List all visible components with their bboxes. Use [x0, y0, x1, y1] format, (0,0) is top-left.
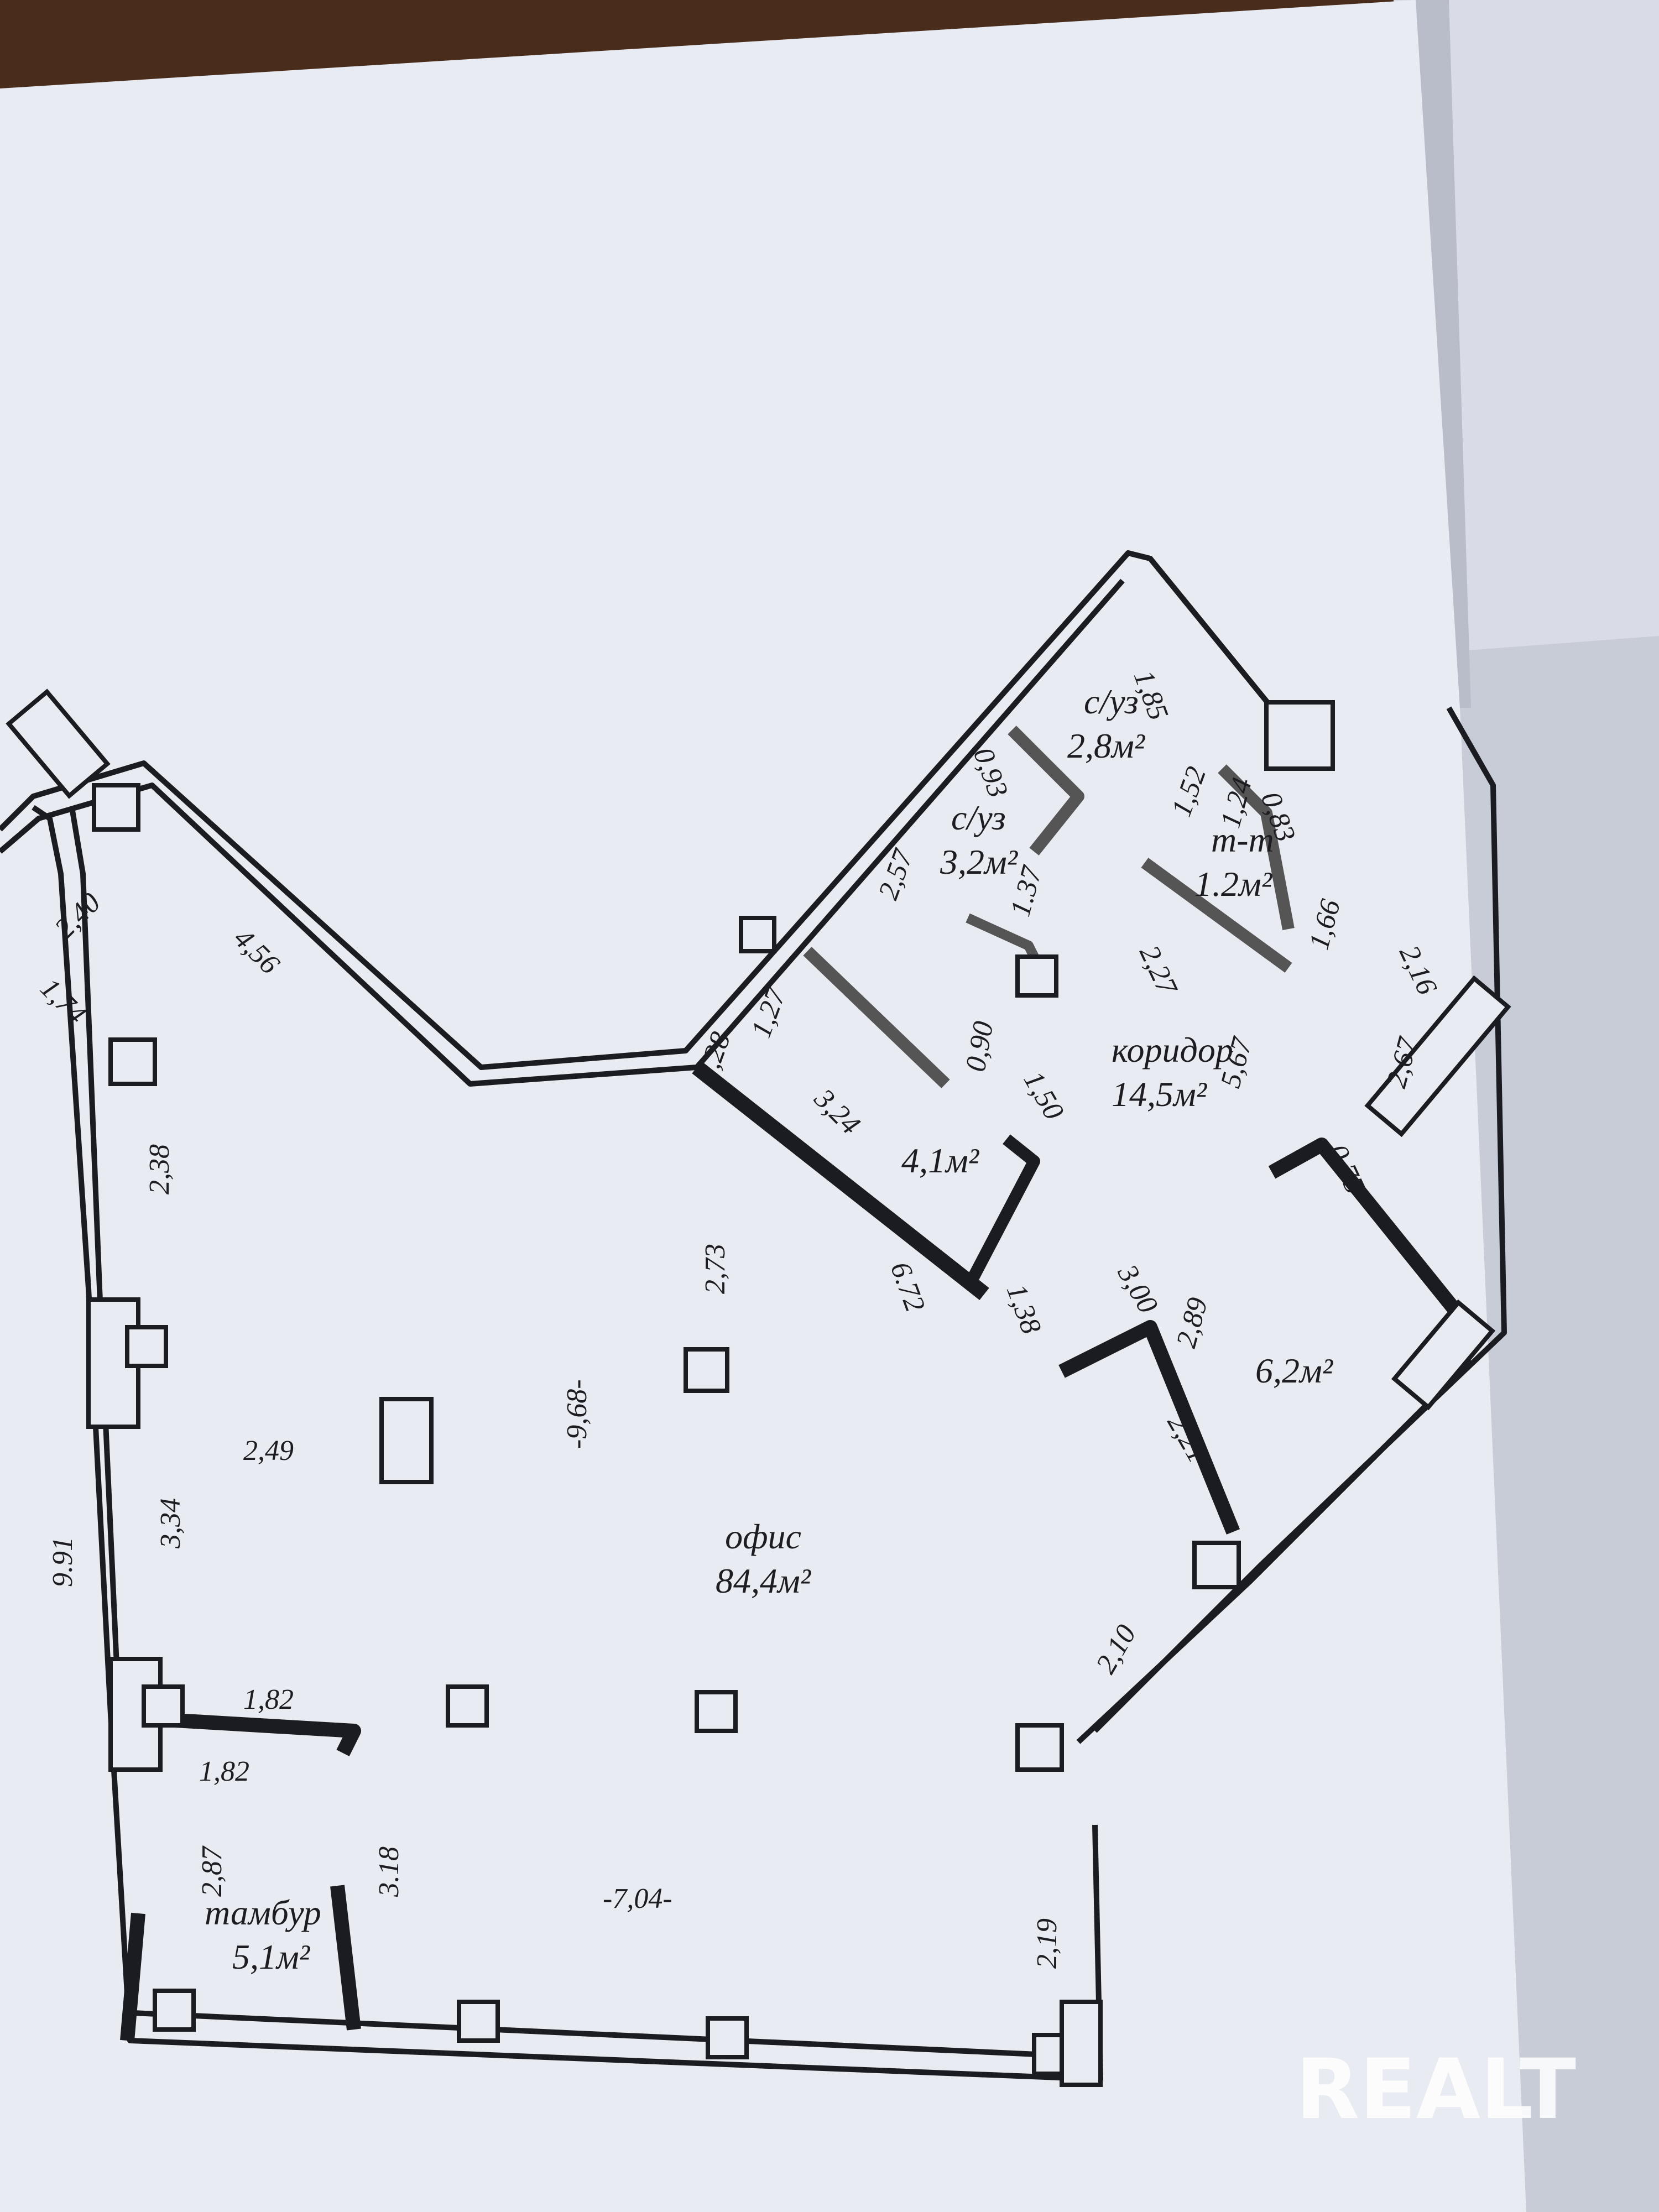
- columns: [6, 688, 1511, 2087]
- dim-label: 2,49: [243, 1435, 294, 1467]
- room-name-corridor: коридор: [1112, 1030, 1233, 1070]
- dim-label: -7,04-: [603, 1883, 672, 1914]
- dim-label: 9.91: [47, 1537, 79, 1587]
- dim-label: 2,73: [700, 1244, 731, 1294]
- dim-label: 2,87: [196, 1845, 228, 1897]
- room-area-vestibule: 5,1м²: [232, 1937, 311, 1976]
- dim-label: 3,34: [155, 1498, 186, 1549]
- dim-label: 3.18: [373, 1846, 405, 1897]
- room-name-bath1: с/уз: [1084, 682, 1139, 721]
- room-area-6-2: 6,2м²: [1255, 1351, 1334, 1390]
- room-name-tt: т-т: [1211, 820, 1274, 859]
- room-labels: офис 84,4м² коридор 14,5м² с/уз 2,8м² с/…: [205, 682, 1334, 1976]
- walls: [0, 550, 1507, 2082]
- room-area-corridor: 14,5м²: [1112, 1074, 1208, 1114]
- room-area-4-1: 4,1м²: [901, 1141, 980, 1180]
- dim-label: -9,68-: [561, 1379, 593, 1449]
- room-name-bath2: с/уз: [951, 798, 1006, 837]
- dim-label: 1,82: [243, 1684, 294, 1715]
- room-name-office: офис: [725, 1517, 801, 1556]
- room-area-office: 84,4м²: [716, 1561, 812, 1600]
- dim-label: 2,38: [144, 1144, 175, 1194]
- dim-label: 1,82: [199, 1756, 249, 1787]
- interior-columns: [379, 1347, 738, 1733]
- room-area-bath2: 3,2м²: [940, 842, 1019, 881]
- room-name-vestibule: тамбур: [205, 1893, 321, 1932]
- room-area-bath1: 2,8м²: [1067, 726, 1146, 765]
- room-area-tt: 1.2м²: [1194, 864, 1273, 904]
- realt-watermark-logo: REALT: [1296, 2042, 1576, 2138]
- dim-label: 2,19: [1031, 1918, 1063, 1969]
- paper-sheet: [0, 0, 1526, 2212]
